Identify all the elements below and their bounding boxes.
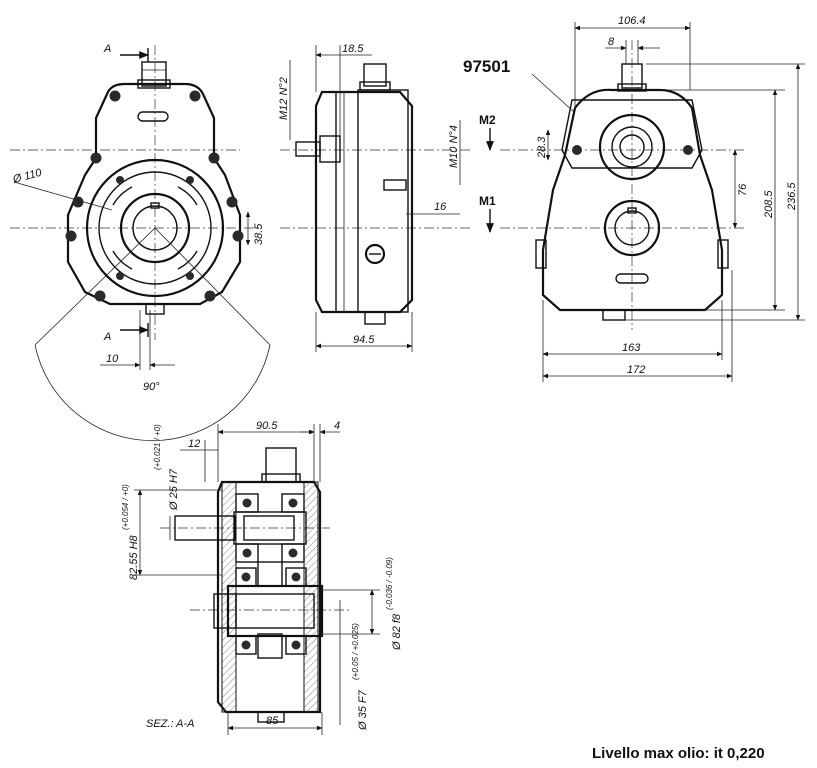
- side-dim-18-5: 18.5: [342, 43, 364, 55]
- front-dim-38-5: 38.5: [253, 223, 265, 245]
- section-tol-25: (+0.021 / +0): [153, 424, 162, 470]
- section-bore-25: Ø 25 H7: [168, 468, 180, 511]
- rear-dim-106-4: 106.4: [618, 15, 646, 27]
- section-dim-4: 4: [334, 420, 340, 432]
- section-bore-35: Ø 35 F7: [357, 689, 369, 731]
- section-view: 90.5 4 12 Ø 25 H7 (+0.021 / +0) 82.55 H8…: [121, 420, 403, 735]
- section-tol-82: (+0.054 / +0): [121, 484, 130, 530]
- section-tol-82f: (-0.036 / -0.09): [385, 557, 394, 610]
- front-diameter-label: Ø 110: [11, 167, 44, 187]
- section-dim-90-5: 90.5: [256, 420, 278, 432]
- model-code: 97501: [463, 57, 510, 76]
- side-view: 18.5 M12 N°2 M10 N°4 16 94.5: [278, 43, 470, 352]
- section-dim-12: 12: [188, 438, 200, 450]
- port-markers: M2 M1: [479, 113, 496, 233]
- rear-dim-236-5: 236.5: [786, 182, 798, 211]
- section-tol-35: (+0.05 / +0.025): [351, 623, 360, 680]
- rear-dim-28-3: 28.3: [536, 136, 548, 159]
- section-label: SEZ.: A-A: [146, 718, 195, 730]
- rear-dim-8: 8: [608, 36, 615, 48]
- oil-level-note: Livello max olio: it 0,220: [592, 745, 765, 762]
- section-mark-bottom: A: [103, 331, 111, 343]
- port-m1-label: M1: [479, 194, 496, 208]
- section-shaft-82: Ø 82 f8: [391, 613, 403, 651]
- side-dim-94-5: 94.5: [353, 334, 375, 346]
- section-bore-82: 82.55 H8: [128, 534, 140, 580]
- rear-dim-208-5: 208.5: [763, 190, 775, 219]
- rear-dim-163: 163: [622, 342, 641, 354]
- section-mark-top: A: [103, 43, 111, 55]
- front-angle: 90°: [143, 381, 160, 393]
- front-view: A A Ø 110 38.5 90° 10: [10, 43, 271, 442]
- rear-dim-172: 172: [627, 364, 645, 376]
- side-thread-m12: M12 N°2: [278, 77, 290, 120]
- front-dim-10: 10: [106, 353, 119, 365]
- side-dim-16: 16: [434, 201, 447, 213]
- side-thread-m10: M10 N°4: [448, 125, 460, 168]
- section-dim-85: 85: [266, 715, 279, 727]
- port-m2-label: M2: [479, 113, 496, 127]
- rear-dim-76: 76: [737, 183, 749, 196]
- rear-view: 97501 106.4 8: [463, 15, 805, 382]
